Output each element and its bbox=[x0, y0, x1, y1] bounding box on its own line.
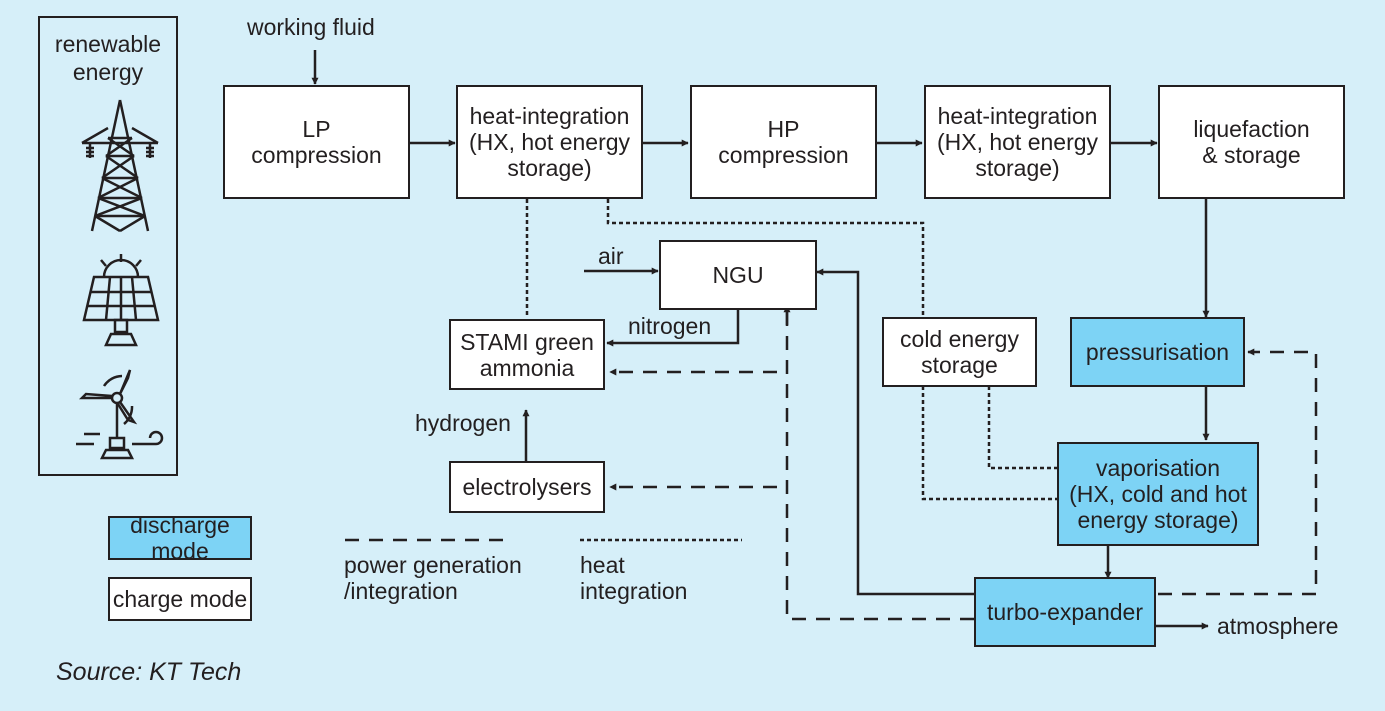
node-ngu[interactable]: NGU bbox=[659, 240, 817, 310]
node-heat-integration-1[interactable]: heat-integration (HX, hot energy storage… bbox=[456, 85, 643, 199]
legend-dotted-label: heat integration bbox=[580, 552, 688, 604]
node-pressurisation[interactable]: pressurisation bbox=[1070, 317, 1245, 387]
node-turbo-expander[interactable]: turbo-expander bbox=[974, 577, 1156, 647]
hydrogen-label: hydrogen bbox=[415, 410, 511, 436]
legend-discharge-mode: discharge mode bbox=[108, 512, 252, 564]
dashed-turbo-to-pressurisation bbox=[1158, 348, 1318, 596]
atmosphere-label: atmosphere bbox=[1217, 613, 1339, 639]
dashed-turbo-to-ngu bbox=[785, 310, 974, 621]
dotted-hi1-to-cold-storage bbox=[606, 199, 925, 318]
working-fluid-label: working fluid bbox=[247, 14, 375, 40]
node-heat-integration-2[interactable]: heat-integration (HX, hot energy storage… bbox=[924, 85, 1111, 199]
dotted-cold-to-vap-1 bbox=[987, 386, 1058, 470]
node-hp-compression[interactable]: HP compression bbox=[690, 85, 877, 199]
node-electrolysers[interactable]: electrolysers bbox=[449, 461, 605, 513]
wind-turbine-icon bbox=[76, 369, 164, 460]
dotted-cold-to-vap-2 bbox=[921, 386, 1058, 501]
legend-dashed-label: power generation /integration bbox=[344, 552, 522, 604]
node-vaporisation[interactable]: vaporisation (HX, cold and hot energy st… bbox=[1057, 442, 1259, 546]
arrow-turbo-to-ngu bbox=[816, 268, 974, 596]
node-liquefaction-storage[interactable]: liquefaction & storage bbox=[1158, 85, 1345, 199]
node-lp-compression[interactable]: LP compression bbox=[223, 85, 410, 199]
solar-panel-icon bbox=[82, 254, 160, 347]
renewable-energy-panel: renewable energy bbox=[38, 16, 178, 476]
arrow-ngu-nitrogen-to-stami bbox=[606, 309, 740, 347]
legend-charge-mode: charge mode bbox=[108, 577, 252, 621]
air-label: air bbox=[598, 243, 624, 269]
node-cold-energy-storage[interactable]: cold energy storage bbox=[882, 317, 1037, 387]
nitrogen-label: nitrogen bbox=[628, 313, 712, 339]
source-caption: Source: KT Tech bbox=[56, 658, 242, 686]
renewable-energy-title: renewable energy bbox=[54, 31, 162, 85]
power-pylon-icon bbox=[81, 99, 159, 233]
node-stami-green-ammonia[interactable]: STAMI green ammonia bbox=[449, 319, 605, 390]
